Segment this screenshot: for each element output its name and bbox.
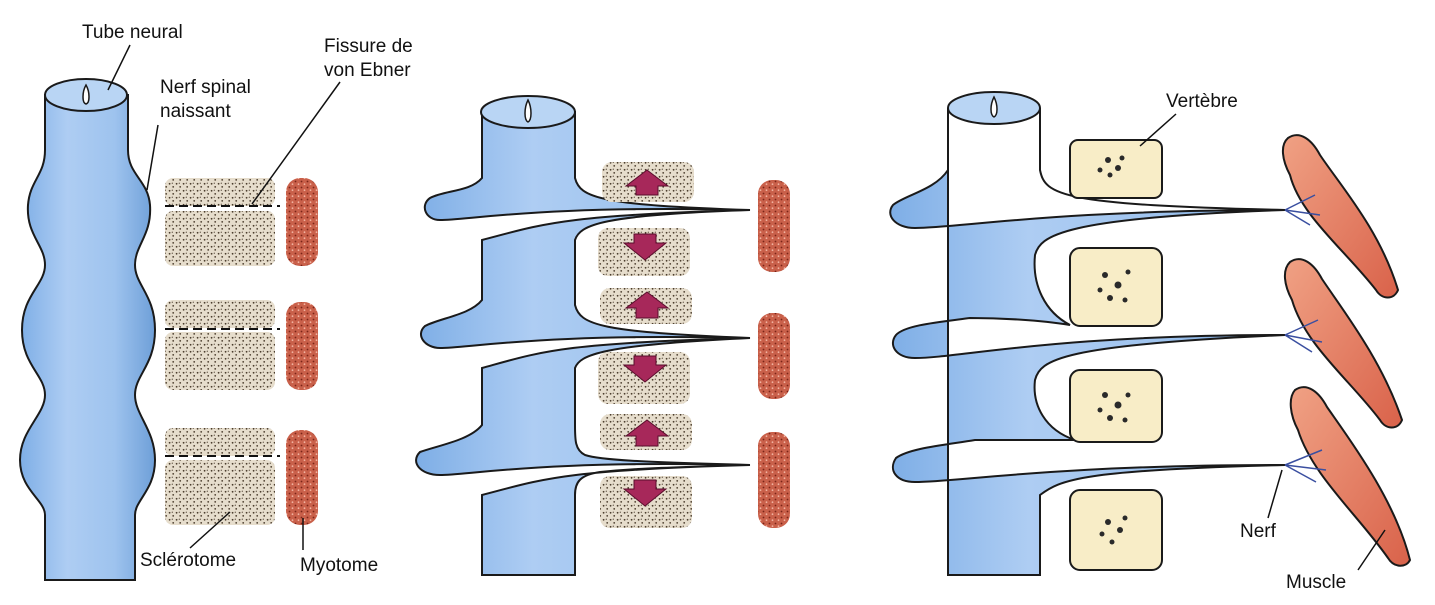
label-fissure-1: Fissure de [324,36,413,57]
myotome-2-3 [758,432,790,528]
panel-1-neural-tube-segmentation: Tube neural Nerf spinal naissant Fissure… [20,22,413,580]
label-nerf-spinal-2: naissant [160,101,231,122]
leader-tube-neural [108,45,130,90]
vertebra-4 [1070,490,1162,570]
sclerotome-3a [165,428,275,456]
sclerotome-1b [165,211,275,266]
myotome-3 [286,430,318,525]
label-fissure-2: von Ebner [324,60,411,81]
label-sclerotome: Sclérotome [140,550,236,571]
sclerotome-1a [165,178,275,206]
myotome-2 [286,302,318,390]
myotome-2-2 [758,313,790,399]
sclerotome-2b [165,332,275,390]
label-nerf-spinal-1: Nerf spinal [160,77,251,98]
neural-canal-3 [991,97,997,117]
label-muscle: Muscle [1286,572,1346,593]
neural-canal-2 [525,100,531,122]
label-vertebre: Vertèbre [1166,91,1238,112]
neural-tube-1 [20,95,155,580]
myotome-1 [286,178,318,266]
label-tube-neural: Tube neural [82,22,183,43]
leader-nerf-spinal [147,125,158,190]
label-myotome: Myotome [300,555,378,576]
label-nerf: Nerf [1240,521,1277,542]
panel-2-resegmentation [416,96,790,575]
neural-tube-2 [416,112,750,575]
leader-nerf [1268,470,1282,518]
sclerotome-3b [165,460,275,525]
myotome-2-1 [758,180,790,272]
neural-canal-1 [83,85,89,104]
panel-3-vertebrae-and-muscles: Vertèbre Nerf Muscle [890,91,1410,593]
sclerotome-2a [165,300,275,328]
